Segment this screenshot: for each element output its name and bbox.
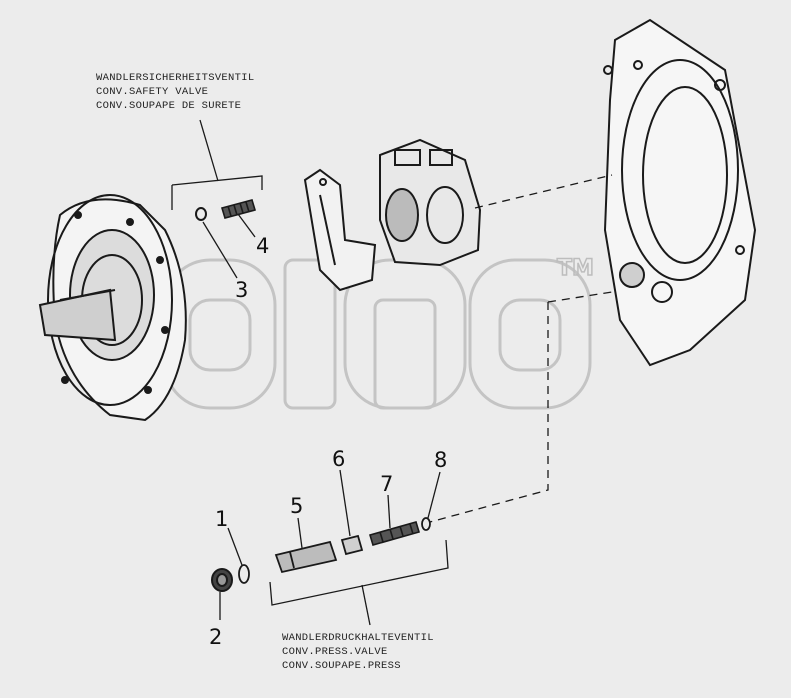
watermark-logo: TM <box>163 255 595 410</box>
valve-block <box>379 138 482 267</box>
leader-3 <box>202 221 238 279</box>
part-4-spring <box>220 199 257 219</box>
watermark-tm: TM <box>557 256 594 281</box>
part-3-ring <box>195 207 207 221</box>
callout-4: 4 <box>256 234 269 258</box>
part-7-spring <box>369 521 420 546</box>
callout-numbers: 1 2 3 4 5 6 7 8 <box>209 234 447 649</box>
safety-valve-label: WANDLERSICHERHEITSVENTIL CONV.SAFETY VAL… <box>96 72 254 112</box>
callout-5: 5 <box>290 494 303 518</box>
press-valve-label-line3: CONV.SOUPAPE.PRESS <box>282 660 401 672</box>
safety-valve-label-line2: CONV.SAFETY VALVE <box>96 86 208 98</box>
callout-7: 7 <box>380 472 393 496</box>
callout-3: 3 <box>235 278 248 302</box>
press-valve-label-line2: CONV.PRESS.VALVE <box>282 646 388 658</box>
callout-6: 6 <box>332 447 345 471</box>
press-valve-bracket <box>269 539 449 626</box>
callout-2: 2 <box>209 625 222 649</box>
leader-4 <box>237 213 256 238</box>
part-1-ring <box>238 564 250 584</box>
gasket-plate <box>603 18 757 367</box>
callout-1: 1 <box>215 507 228 531</box>
part-6-sleeve <box>340 534 364 556</box>
callout-8: 8 <box>434 448 447 472</box>
assembly-lines <box>429 174 613 523</box>
pump-housing <box>38 194 187 422</box>
bracket-part <box>303 168 377 292</box>
press-valve-label-line1: WANDLERDRUCKHALTEVENTIL <box>282 632 434 644</box>
safety-valve-bracket <box>171 119 263 210</box>
safety-valve-label-line1: WANDLERSICHERHEITSVENTIL <box>96 72 254 84</box>
safety-valve-label-line3: CONV.SOUPAPE DE SURETE <box>96 100 241 112</box>
press-valve-label: WANDLERDRUCKHALTEVENTIL CONV.PRESS.VALVE… <box>282 632 434 672</box>
part-5-piston <box>274 540 338 574</box>
part-8-washer <box>421 517 431 531</box>
part-2-plug <box>211 568 233 592</box>
callout-leaders <box>219 469 441 620</box>
